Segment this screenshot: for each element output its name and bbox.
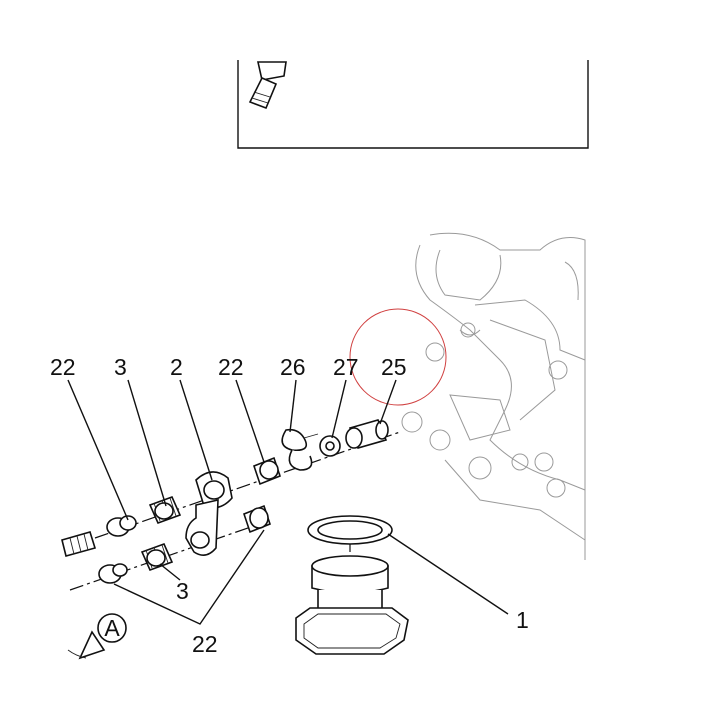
part-1-seal-ring: [307, 515, 393, 545]
callout-27: 27: [333, 354, 359, 380]
callout-2: 2: [170, 354, 183, 380]
callout-25: 25: [381, 354, 407, 380]
leader-25: [379, 379, 397, 425]
callout-22-top-left: 22: [50, 354, 76, 380]
part-26-spring-clip: [281, 428, 319, 471]
leader-27: [331, 379, 347, 439]
callout-labels: 22 3 2 22 26 27 25 3 22 1: [50, 354, 529, 657]
leader-22b: [235, 379, 265, 463]
part-22-washer-upper-left: [106, 515, 137, 537]
bolt-stub: [61, 531, 97, 557]
leader-2: [179, 379, 213, 481]
part-3-gear-lower: [140, 542, 174, 572]
callout-1: 1: [516, 607, 529, 633]
inset-detail-box: [237, 60, 589, 149]
inset-bolt-part: [248, 61, 287, 110]
callout-22-top: 22: [218, 354, 244, 380]
leader-1: [387, 533, 509, 615]
leader-3a: [127, 379, 167, 507]
callout-3-bottom: 3: [176, 578, 189, 604]
upper-axis: [94, 431, 401, 539]
part-2-rocker-arm: [185, 471, 233, 556]
leader-26: [289, 379, 297, 433]
leader-lines: [67, 379, 509, 625]
engine-housing-outline: [401, 232, 586, 560]
water-pipe-fitting: [295, 555, 409, 655]
part-25-bushing: [345, 419, 389, 449]
part-27-washer: [319, 435, 341, 457]
callout-3-top: 3: [114, 354, 127, 380]
leader-22c: [113, 529, 265, 625]
part-22-washer-lower-left: [98, 563, 128, 584]
part-22-washer-middle: [253, 456, 281, 486]
reference-bubble-a: A: [67, 613, 127, 660]
leader-3b: [159, 563, 181, 581]
leader-22a: [67, 379, 129, 521]
part-22-washer-lower-right: [243, 504, 271, 534]
highlight-circle: [349, 308, 447, 406]
callout-22-bottom: 22: [192, 631, 218, 657]
callout-a: A: [104, 615, 120, 641]
part-3-gear-upper: [148, 495, 182, 525]
callout-26: 26: [280, 354, 306, 380]
